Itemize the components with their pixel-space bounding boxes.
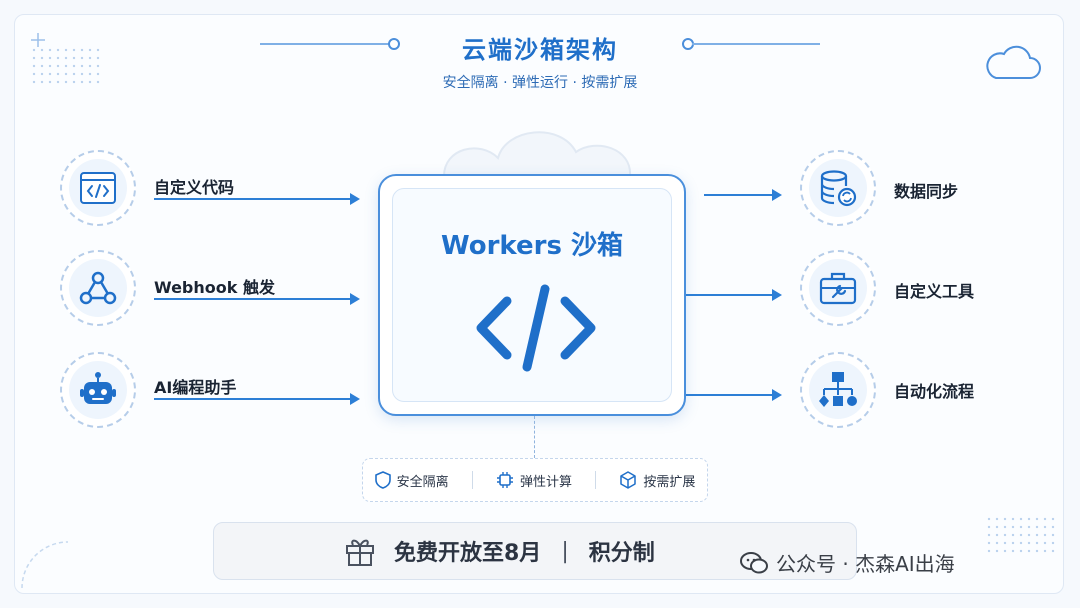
corner-arc-decor [21, 541, 69, 589]
watermark: 公众号 · 杰森AI出海 [740, 548, 955, 577]
chip-icon [496, 472, 513, 488]
watermark-text: 公众号 · 杰森AI出海 [776, 552, 955, 576]
title-line-right [692, 43, 820, 45]
arrow-webhook-to-sandbox [154, 293, 360, 305]
input-node-custom-code [60, 150, 136, 226]
output-node-automation [800, 352, 876, 428]
promo-separator: | [561, 538, 569, 564]
output-node-custom-tools [800, 250, 876, 326]
input-node-webhook [60, 250, 136, 326]
feature-security: 安全隔离 [374, 471, 449, 490]
promo-bar: 免费开放至8月 | 积分制 [213, 522, 857, 580]
promo-text-points: 积分制 [588, 541, 655, 566]
sandbox-feature-connector [534, 416, 535, 458]
output-label-custom-tools: 自定义工具 [894, 282, 975, 301]
code-brackets-icon [476, 284, 596, 372]
feature-elastic-compute: 弹性计算 [496, 471, 572, 490]
sandbox-box: Workers 沙箱 [378, 174, 686, 416]
arrow-ai-assistant-to-sandbox [154, 393, 360, 405]
code-window-icon [80, 172, 116, 204]
arrow-sandbox-to-automation [686, 389, 782, 401]
title-dot-left [388, 38, 400, 50]
toolbox-icon [819, 272, 857, 305]
feature-on-demand-scale: 按需扩展 [619, 471, 695, 490]
input-label-custom-code: 自定义代码 [154, 178, 235, 197]
output-label-automation: 自动化流程 [894, 382, 975, 401]
feature-label: 弹性计算 [519, 474, 572, 490]
flowchart-icon [819, 372, 857, 407]
decor-dots [985, 515, 1055, 555]
cloud-icon [986, 45, 1041, 79]
output-node-data-sync [800, 150, 876, 226]
feature-bar: 安全隔离 弹性计算 按需扩展 [362, 458, 708, 502]
robot-icon [80, 372, 116, 404]
page-subtitle: 安全隔离 · 弹性运行 · 按需扩展 [442, 75, 638, 91]
arrow-sandbox-to-custom-tools [686, 289, 782, 301]
feature-label: 安全隔离 [396, 474, 449, 490]
feature-divider [595, 471, 597, 489]
cube-icon [620, 471, 637, 489]
page-title: 云端沙箱架构 [462, 36, 618, 64]
sandbox-title: Workers 沙箱 [440, 231, 623, 261]
feature-divider [471, 471, 473, 489]
wechat-icon [740, 551, 768, 573]
webhook-icon [79, 271, 117, 305]
promo-text: 免费开放至8月 [394, 541, 542, 566]
arrow-custom-code-to-sandbox [154, 193, 360, 205]
input-label-ai-assistant: AI编程助手 [154, 378, 237, 397]
arrow-sandbox-to-data-sync [704, 189, 782, 201]
gift-icon [346, 539, 374, 566]
sandbox-inner-panel: Workers 沙箱 [392, 188, 672, 402]
shield-icon [374, 471, 391, 489]
output-label-data-sync: 数据同步 [894, 182, 959, 201]
feature-label: 按需扩展 [643, 474, 696, 490]
input-label-webhook: Webhook 触发 [154, 278, 275, 297]
plus-icon [31, 33, 45, 47]
input-node-ai-assistant [60, 352, 136, 428]
database-sync-icon [820, 170, 857, 207]
decor-dots [30, 46, 100, 86]
title-line-left [260, 43, 390, 45]
